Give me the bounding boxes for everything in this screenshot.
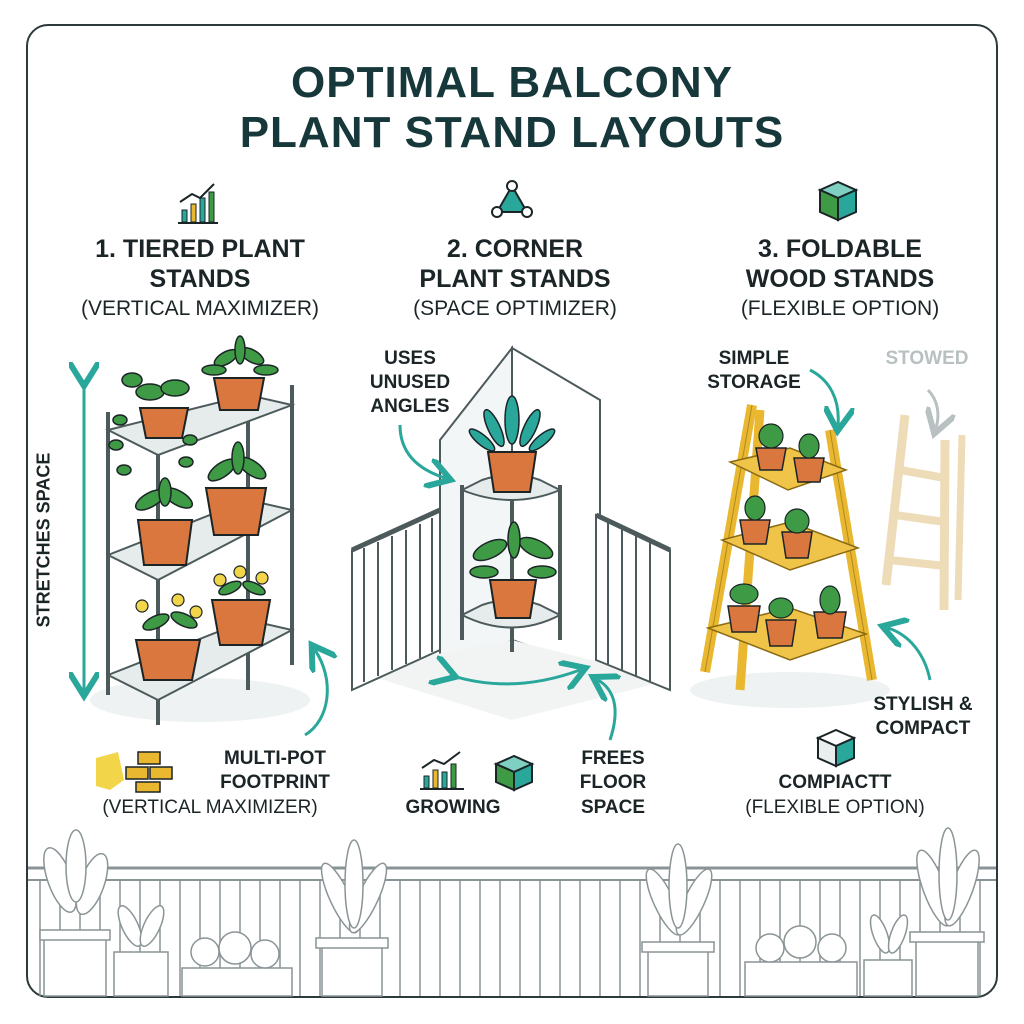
box-icon — [817, 180, 859, 222]
tiered-subtitle: (VERTICAL MAXIMIZER) — [80, 297, 320, 320]
corner-heading-line-2: PLANT STANDS — [419, 265, 611, 293]
uses-label-2: UNUSED — [369, 372, 451, 393]
foldable-heading-line-2: WOOD STANDS — [745, 265, 935, 293]
uses-label-1: USES — [384, 348, 436, 369]
simple-storage-label-1: SIMPLE — [718, 348, 790, 369]
stylish-label-2: COMPACT — [875, 718, 971, 739]
foldable-heading-line-1: 3. FOLDABLE — [758, 235, 922, 263]
column-corner-heading: 2. CORNER PLANT STANDS (SPACE OPTIMIZER) — [355, 234, 675, 322]
tiered-heading-line-2: STANDS — [149, 265, 251, 293]
stretches-space-label: STRETCHES SPACE — [33, 452, 54, 628]
column-foldable-heading: 3. FOLDABLE WOOD STANDS (FLEXIBLE OPTION… — [680, 234, 1000, 322]
corner-stand-illustration — [350, 345, 672, 792]
stylish-label-1: STYLISH & — [873, 694, 973, 715]
simple-storage-label-2: STORAGE — [707, 372, 801, 393]
frees-label-1: FREES — [581, 748, 645, 769]
compact-label-1: COMPIACTT — [778, 772, 892, 793]
corner-subtitle: (SPACE OPTIMIZER) — [413, 297, 617, 320]
tiered-heading-line-1: 1. TIERED PLANT — [95, 235, 305, 263]
foldable-subtitle: (FLEXIBLE OPTION) — [740, 297, 940, 320]
corner-heading-line-1: 2. CORNER — [446, 235, 584, 263]
column-tiered-heading: 1. TIERED PLANT STANDS (VERTICAL MAXIMIZ… — [40, 234, 360, 322]
stowed-ladder — [881, 414, 966, 611]
growing-box-icon — [493, 754, 535, 792]
multi-pot-label-1: MULTI-POT — [223, 748, 326, 769]
multi-pot-label-3: (VERTICAL MAXIMIZER) — [102, 797, 318, 818]
multi-pot-label-2: FOOTPRINT — [220, 772, 330, 793]
growing-chart-icon — [420, 751, 464, 790]
stacked-pots-icon — [96, 751, 173, 793]
page-title: OPTIMAL BALCONY PLANT STAND LAYOUTS — [0, 58, 1024, 158]
frees-label-2: FLOOR — [579, 772, 647, 793]
compact-box-icon — [815, 728, 857, 768]
foldable-stand-illustration — [690, 368, 966, 768]
growth-chart-icon — [178, 183, 218, 224]
frees-label-3: SPACE — [580, 797, 646, 818]
compact-label-2: (FLEXIBLE OPTION) — [745, 797, 925, 818]
tiered-stand-illustration — [84, 335, 327, 793]
network-triangle-icon — [491, 180, 533, 218]
stowed-label: STOWED — [885, 348, 969, 369]
uses-label-3: ANGLES — [370, 396, 450, 417]
balcony-railing-scene — [28, 827, 996, 997]
title-line-1: OPTIMAL BALCONY — [291, 58, 733, 107]
title-line-2: PLANT STAND LAYOUTS — [239, 108, 785, 157]
growing-label: GROWING — [405, 797, 501, 818]
